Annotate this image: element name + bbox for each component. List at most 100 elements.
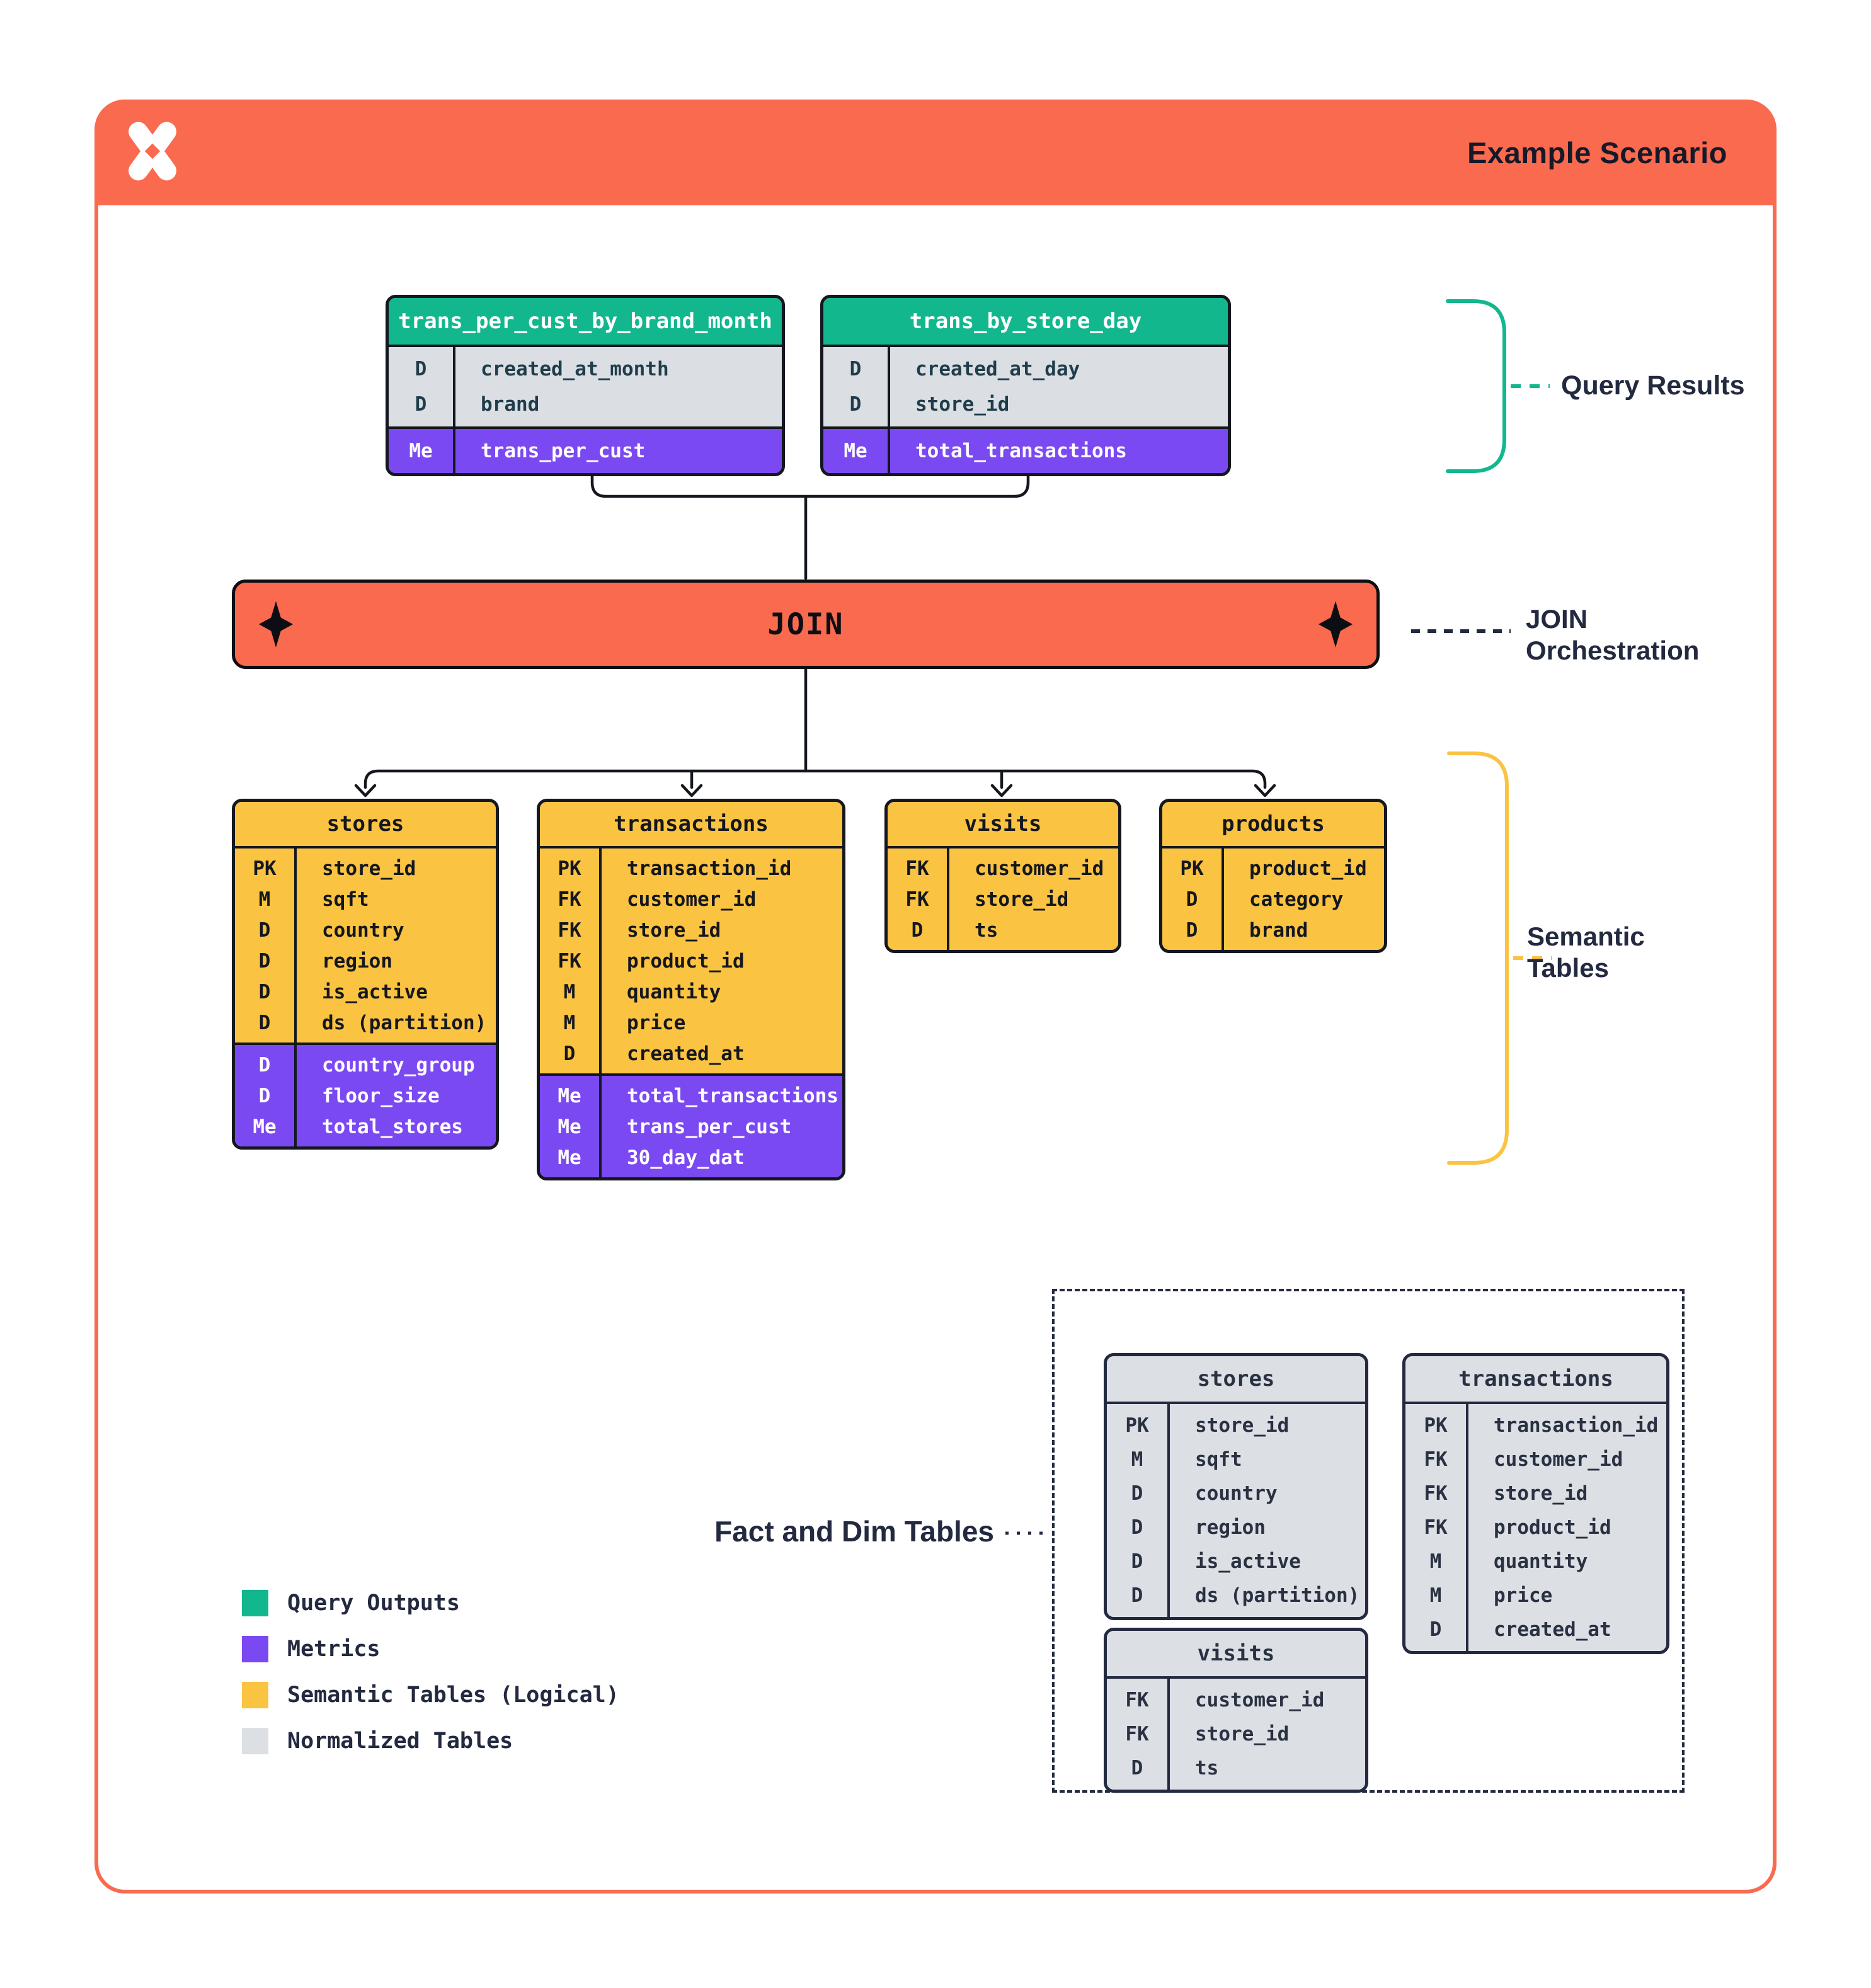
row-key: D [1131, 1482, 1143, 1505]
row-key: D [911, 918, 924, 942]
row-name: store_id [1195, 1723, 1290, 1745]
row-name: product_id [1494, 1516, 1611, 1539]
row-key: D [258, 949, 271, 973]
join-orchestration-label: JOIN Orchestration [1526, 603, 1699, 666]
row-key: M [1429, 1550, 1442, 1573]
row-name: customer_id [1494, 1448, 1623, 1471]
row-key: FK [1424, 1448, 1448, 1471]
row-name: customer_id [1195, 1689, 1325, 1711]
row-key: D [1131, 1584, 1143, 1607]
row-key: M [563, 1011, 576, 1034]
row-key: M [258, 888, 271, 911]
row-name: sqft [1195, 1448, 1242, 1471]
row-name: price [627, 1011, 686, 1034]
table-row: Me total_transactions [540, 1080, 842, 1111]
row-key: FK [558, 918, 581, 942]
row-key: D [258, 918, 271, 942]
table-title: transactions [540, 802, 842, 846]
row-key: D [849, 358, 862, 380]
row-name: country_group [322, 1053, 475, 1077]
row-name: ds (partition) [322, 1011, 487, 1034]
row-name: region [1195, 1516, 1266, 1539]
row-key: D [1186, 918, 1198, 942]
row-key: PK [253, 857, 277, 880]
row-name: product_id [1249, 857, 1367, 880]
row-name: sqft [322, 888, 369, 911]
fact-dim-tables-label: Fact and Dim Tables [714, 1515, 994, 1548]
semantic-tables-label: Semantic Tables [1527, 921, 1645, 984]
row-key: D [258, 1084, 271, 1107]
row-name: trans_per_cust [627, 1115, 792, 1138]
row-name: created_at_month [481, 358, 669, 380]
row-name: created_at [627, 1042, 745, 1065]
row-name: store_id [915, 393, 1010, 416]
legend-item-label: Normalized Tables [287, 1728, 513, 1754]
legend-swatch [242, 1590, 268, 1616]
table-title: stores [1107, 1356, 1365, 1402]
row-name: category [1249, 888, 1344, 911]
legend-swatch [242, 1728, 268, 1754]
row-name: created_at [1494, 1618, 1611, 1641]
row-key: D [258, 1011, 271, 1034]
table-title: visits [888, 802, 1118, 846]
row-key: PK [558, 857, 581, 880]
row-key: FK [1125, 1689, 1149, 1711]
row-name: total_transactions [627, 1084, 838, 1107]
row-key: Me [558, 1146, 581, 1169]
row-key: FK [558, 949, 581, 973]
row-name: country [1195, 1482, 1278, 1505]
row-key: Me [253, 1115, 277, 1138]
row-name: ts [1195, 1757, 1219, 1779]
row-name: 30_day_dat [627, 1146, 745, 1169]
legend-item-label: Query Outputs [287, 1591, 460, 1616]
row-name: quantity [627, 980, 721, 1003]
join-orchestration-label-line1: JOIN [1526, 604, 1588, 634]
row-key: D [415, 358, 427, 380]
row-key: Me [844, 440, 867, 462]
row-key: FK [1125, 1723, 1149, 1745]
table-title: transactions [1405, 1356, 1666, 1402]
join-orchestration-label-line2: Orchestration [1526, 636, 1700, 665]
row-key: FK [905, 888, 929, 911]
row-key: D [1131, 1757, 1143, 1779]
legend-item-label: Metrics [287, 1637, 380, 1662]
row-key: D [415, 393, 427, 416]
row-key: D [1186, 888, 1198, 911]
row-key: Me [558, 1084, 581, 1107]
row-name: floor_size [322, 1084, 440, 1107]
